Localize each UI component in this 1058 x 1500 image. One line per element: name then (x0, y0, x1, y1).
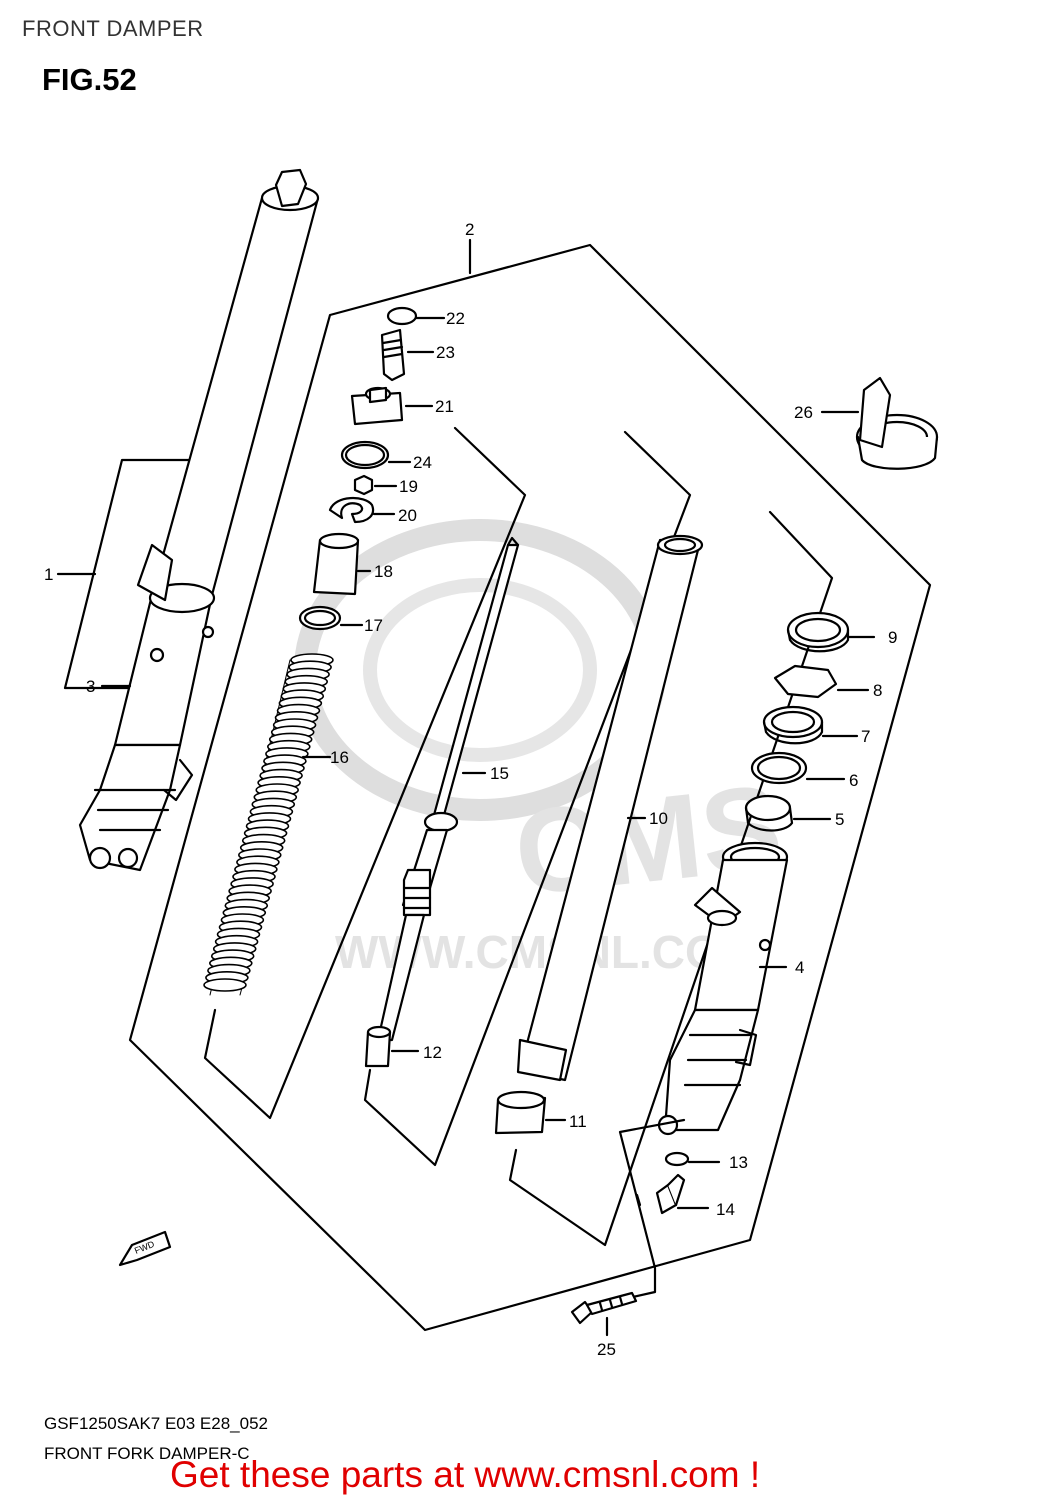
page-header: FRONT DAMPER (22, 16, 204, 41)
oil-seal-7 (762, 705, 824, 745)
callout-7: 7 (861, 727, 870, 746)
callout-24: 24 (413, 453, 432, 472)
callout-labels: 1 2 3 4 5 6 7 8 9 10 11 12 13 14 15 16 1… (44, 220, 897, 1359)
callout-10: 10 (649, 809, 668, 828)
callout-16: 16 (330, 748, 349, 767)
bracket-10 (508, 510, 834, 1247)
callout-13: 13 (729, 1153, 748, 1172)
callout-26: 26 (794, 403, 813, 422)
fwd-arrow (118, 1230, 172, 1267)
diagram-name: FRONT FORK DAMPER-C (44, 1444, 250, 1463)
spring-coils (203, 653, 334, 992)
callout-11: 11 (569, 1112, 587, 1131)
spring-coil (203, 978, 247, 992)
callout-19: 19 (399, 477, 418, 496)
bolt-25 (570, 1291, 638, 1325)
washer-13 (664, 1151, 690, 1167)
callout-23: 23 (436, 343, 455, 362)
bracket-16-18 (203, 426, 527, 1120)
figure-title: FIG.52 (42, 62, 137, 97)
outer-tube-assembly (78, 168, 320, 872)
callout-18: 18 (374, 562, 393, 581)
bracket-13-14 (595, 1118, 686, 1307)
washer-6 (750, 751, 808, 785)
promo-link[interactable]: Get these parts at www.cmsnl.com ! (170, 1454, 761, 1495)
callout-14: 14 (716, 1200, 735, 1219)
assembly-outline (128, 243, 932, 1332)
callout-20: 20 (398, 506, 417, 525)
callout-1: 1 (44, 565, 53, 584)
callout-3: 3 (86, 677, 95, 696)
cap-26 (855, 376, 939, 470)
nut-19 (353, 474, 374, 496)
damper-rod-15 (376, 536, 520, 1042)
bushing-5 (744, 794, 794, 832)
callout-12: 12 (423, 1043, 442, 1062)
diagram-code: GSF1250SAK7 E03 E28_052 (44, 1414, 268, 1433)
callout-2: 2 (465, 220, 474, 239)
callout-5: 5 (835, 810, 844, 829)
stopper-20 (328, 497, 375, 524)
callout-8: 8 (873, 681, 882, 700)
seal-9 (786, 611, 850, 653)
bracket-15-12 (363, 430, 692, 1167)
inner-tube-10 (516, 534, 704, 1082)
callout-9: 9 (888, 628, 897, 647)
outer-tube-4 (657, 841, 789, 1136)
callout-21: 21 (435, 397, 454, 416)
washer-22 (386, 306, 418, 326)
callout-25: 25 (597, 1340, 616, 1359)
callout-4: 4 (795, 958, 804, 977)
callout-22: 22 (446, 309, 465, 328)
callout-6: 6 (849, 771, 858, 790)
o-ring-24 (340, 440, 390, 470)
clip-8 (773, 664, 838, 699)
callout-15: 15 (490, 764, 509, 783)
callout-17: 17 (364, 616, 383, 635)
